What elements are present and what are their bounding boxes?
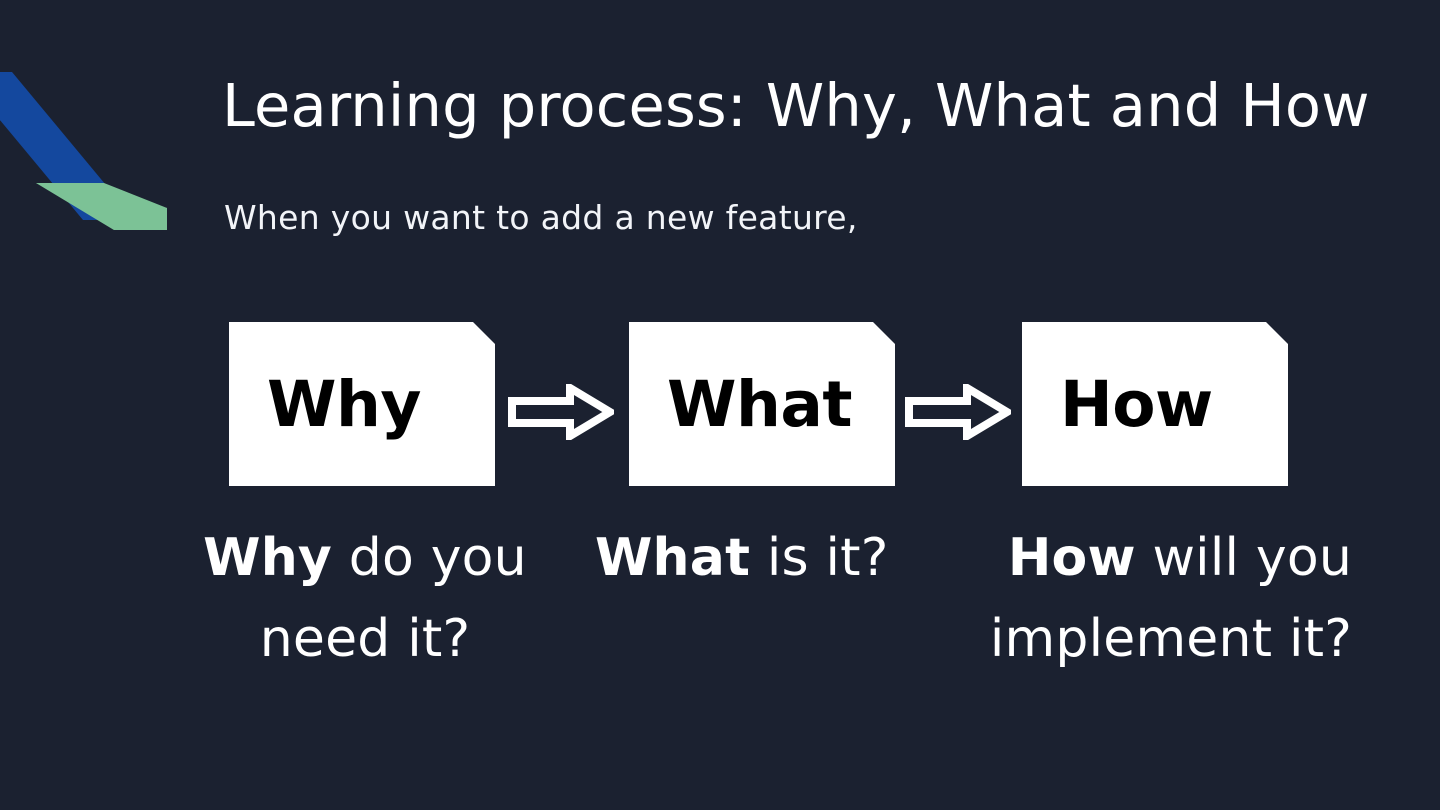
arrow-right-icon [508,384,614,440]
brand-logo-mark [0,30,200,230]
flow-step-why: Why [229,322,495,486]
caption-row: Why do you need it? What is it? How will… [0,518,1440,708]
caption-how-strong: How [1007,528,1136,588]
caption-what-rest: is it? [750,528,889,588]
flow-step-what-label: What [667,367,852,441]
arrow-right-icon [905,384,1011,440]
caption-how: How will you implement it? [950,518,1352,679]
process-flow-diagram: Why What How [0,322,1440,488]
flow-step-what: What [629,322,895,486]
flow-step-how-label: How [1060,367,1213,441]
caption-how-rest: will you implement it? [989,528,1352,669]
page-title: Learning process: Why, What and How [222,71,1370,140]
flow-step-how: How [1022,322,1288,486]
caption-why-strong: Why [203,528,333,588]
caption-what: What is it? [595,518,945,599]
caption-why-rest: do you need it? [259,528,527,669]
slide-subtitle: When you want to add a new feature, [224,198,858,237]
logo-green-shape [36,183,167,230]
caption-why: Why do you need it? [190,518,540,679]
flow-step-why-label: Why [267,367,421,441]
caption-what-strong: What [595,528,751,588]
